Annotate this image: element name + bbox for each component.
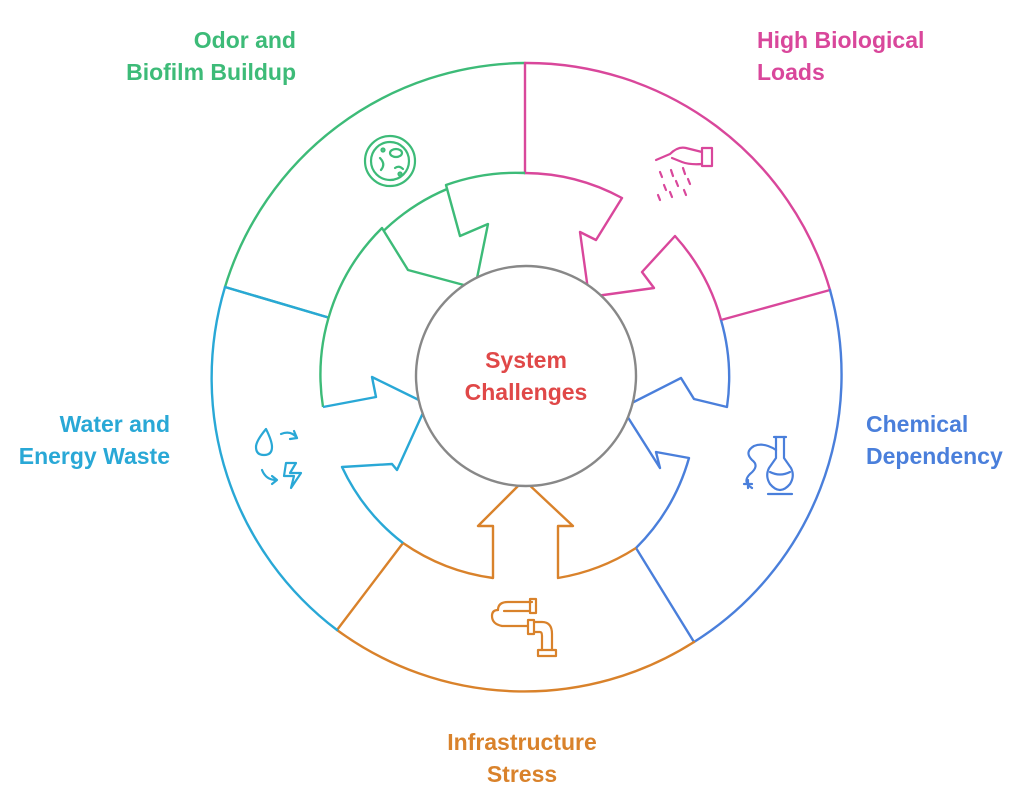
label-odor: Odor and Biofilm Buildup: [60, 24, 296, 88]
arrow-infra: [402, 478, 637, 580]
segment-outer-infra: [335, 541, 696, 693]
label-infra-line1: Infrastructure: [447, 729, 597, 755]
label-bio: High Biological Loads: [757, 24, 987, 88]
center-title: System Challenges: [426, 344, 626, 408]
center-title-line2: Challenges: [464, 379, 588, 405]
water-energy-recycle-icon: [254, 427, 303, 490]
label-odor-line1: Odor and: [193, 27, 296, 53]
segment-outer-chem: [634, 288, 843, 644]
label-water-line2: Energy Waste: [18, 443, 170, 469]
arrow-odor: [319, 171, 526, 408]
label-water-line1: Water and: [59, 411, 170, 437]
label-infra-line2: Stress: [486, 761, 558, 787]
arrow-chem: [620, 319, 731, 549]
arrow-water: [322, 375, 429, 544]
segment-outer-water: [210, 285, 339, 632]
chemical-flask-icon: [742, 435, 794, 496]
label-bio-line1: High Biological: [757, 27, 925, 53]
label-bio-line2: Loads: [757, 59, 825, 85]
segment-outer-bio: [523, 61, 832, 322]
label-odor-line2: Biofilm Buildup: [126, 59, 296, 85]
segment-outer-odor: [223, 61, 527, 320]
label-water: Water and Energy Waste: [0, 408, 170, 472]
label-chem: Chemical Dependency: [866, 408, 1022, 472]
pipe-icon: [490, 597, 558, 658]
hand-sprinkle-icon: [654, 146, 714, 202]
label-chem-line2: Dependency: [866, 443, 1003, 469]
center-circle: [414, 264, 638, 488]
label-chem-line1: Chemical: [866, 411, 969, 437]
label-infra: Infrastructure Stress: [412, 726, 632, 790]
center-title-line1: System: [485, 347, 567, 373]
petri-dish-icon: [363, 134, 417, 188]
